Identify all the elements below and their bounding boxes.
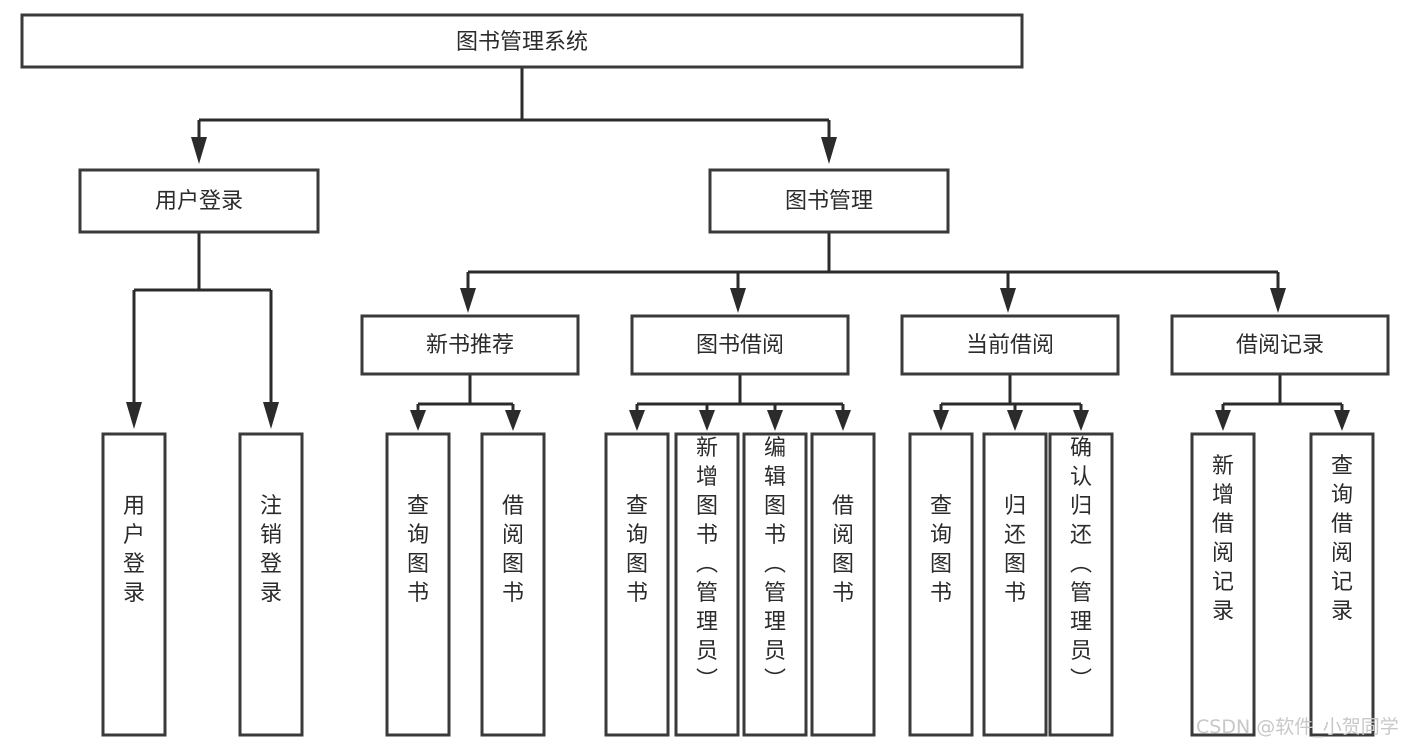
node-leaf-borrow-book-recommend[interactable]: 借阅图书 xyxy=(480,432,546,737)
node-leaf-query-borrow-record[interactable]: 查询借阅记录 xyxy=(1309,432,1375,737)
node-leaf-logout-label: 注销登录 xyxy=(260,494,282,606)
node-leaf-edit-book-admin[interactable]: 编辑图书︵管理员︶ xyxy=(742,432,808,737)
node-book-management-label: 图书管理 xyxy=(785,189,873,214)
node-leaf-return-book-label: 归还图书 xyxy=(1004,494,1026,606)
node-new-book-recommend[interactable]: 新书推荐 xyxy=(360,314,580,376)
node-leaf-edit-book-admin-box[interactable] xyxy=(742,432,808,737)
node-leaf-query-book-borrow-label: 查询图书 xyxy=(626,494,648,606)
arrow-to-leaf-add-book-admin xyxy=(699,410,715,431)
arrow-to-leaf-user-login xyxy=(126,402,142,429)
arrow-to-leaf-logout xyxy=(263,402,279,429)
node-leaf-query-book-recommend[interactable]: 查询图书 xyxy=(385,432,451,737)
arrow-to-leaf-borrow-book-recommend xyxy=(505,410,521,431)
arrow-to-leaf-confirm-return-admin xyxy=(1073,410,1089,431)
arrow-to-leaf-query-book-borrow xyxy=(629,410,645,431)
node-leaf-borrow-book-box[interactable] xyxy=(810,432,876,737)
arrow-to-leaf-edit-book-admin xyxy=(767,410,783,431)
node-new-book-recommend-box[interactable] xyxy=(360,314,580,376)
node-book-borrow-box[interactable] xyxy=(630,314,850,376)
node-current-borrow-label: 当前借阅 xyxy=(966,333,1054,358)
node-leaf-query-book-current[interactable]: 查询图书 xyxy=(908,432,974,737)
arrow-to-borrow-record xyxy=(1270,288,1286,313)
connector-layer xyxy=(126,67,1350,431)
node-leaf-return-book-box[interactable] xyxy=(982,432,1048,737)
arrow-to-leaf-query-book-current xyxy=(933,410,949,431)
node-leaf-borrow-book-recommend-label: 借阅图书 xyxy=(502,494,524,606)
node-leaf-user-login[interactable]: 用户登录 xyxy=(101,432,167,737)
node-leaf-query-book-borrow-box[interactable] xyxy=(604,432,670,737)
node-leaf-user-login-box[interactable] xyxy=(101,432,167,737)
node-leaf-query-book-recommend-label: 查询图书 xyxy=(407,494,429,606)
node-leaf-confirm-return-admin[interactable]: 确认归还︵管理员︶ xyxy=(1048,432,1114,737)
node-leaf-logout[interactable]: 注销登录 xyxy=(238,432,304,737)
node-leaf-edit-book-admin-label: 编辑图书︵管理员︶ xyxy=(764,436,786,693)
node-leaf-add-book-admin-label: 新增图书︵管理员︶ xyxy=(696,436,718,693)
node-leaf-query-borrow-record-box[interactable] xyxy=(1309,432,1375,737)
node-leaf-user-login-label: 用户登录 xyxy=(123,494,145,606)
node-leaf-query-borrow-record-label: 查询借阅记录 xyxy=(1331,454,1353,624)
arrow-root-to-book-management xyxy=(821,137,837,164)
node-root-box[interactable] xyxy=(20,13,1024,69)
node-user-login[interactable]: 用户登录 xyxy=(78,168,320,234)
node-leaf-query-book-recommend-box[interactable] xyxy=(385,432,451,737)
node-new-book-recommend-label: 新书推荐 xyxy=(426,333,514,358)
arrow-to-leaf-query-book-recommend xyxy=(410,410,426,431)
node-leaf-confirm-return-admin-label: 确认归还︵管理员︶ xyxy=(1070,436,1092,693)
node-book-borrow-label: 图书借阅 xyxy=(696,333,784,358)
node-current-borrow[interactable]: 当前借阅 xyxy=(900,314,1120,376)
node-borrow-record[interactable]: 借阅记录 xyxy=(1170,314,1390,376)
node-book-management-box[interactable] xyxy=(708,168,950,234)
node-leaf-borrow-book-label: 借阅图书 xyxy=(832,494,854,606)
node-leaf-add-book-admin[interactable]: 新增图书︵管理员︶ xyxy=(674,432,740,737)
node-leaf-add-borrow-record[interactable]: 新增借阅记录 xyxy=(1190,432,1256,737)
node-borrow-record-label: 借阅记录 xyxy=(1236,333,1324,358)
node-leaf-query-book-borrow[interactable]: 查询图书 xyxy=(604,432,670,737)
node-leaf-query-book-current-label: 查询图书 xyxy=(930,494,952,606)
node-user-login-label: 用户登录 xyxy=(155,189,243,214)
node-leaf-borrow-book[interactable]: 借阅图书 xyxy=(810,432,876,737)
node-leaf-add-borrow-record-box[interactable] xyxy=(1190,432,1256,737)
arrow-to-leaf-query-borrow-record xyxy=(1334,410,1350,431)
node-leaf-confirm-return-admin-box[interactable] xyxy=(1048,432,1114,737)
arrow-to-book-borrow xyxy=(730,288,746,313)
node-leaf-logout-box[interactable] xyxy=(238,432,304,737)
node-leaf-add-borrow-record-label: 新增借阅记录 xyxy=(1212,454,1234,624)
node-current-borrow-box[interactable] xyxy=(900,314,1120,376)
node-root[interactable]: 图书管理系统 xyxy=(20,13,1024,69)
arrow-to-leaf-add-borrow-record xyxy=(1215,410,1231,431)
arrow-to-leaf-borrow-book xyxy=(835,410,851,431)
arrow-to-leaf-return-book xyxy=(1007,410,1023,431)
node-book-borrow[interactable]: 图书借阅 xyxy=(630,314,850,376)
node-root-label: 图书管理系统 xyxy=(456,30,588,55)
node-leaf-add-book-admin-box[interactable] xyxy=(674,432,740,737)
node-borrow-record-box[interactable] xyxy=(1170,314,1390,376)
node-book-management[interactable]: 图书管理 xyxy=(708,168,950,234)
arrow-to-new-book-recommend xyxy=(460,288,476,313)
arrow-to-current-borrow xyxy=(1000,288,1016,313)
node-user-login-box[interactable] xyxy=(78,168,320,234)
csdn-watermark: CSDN @软件_小贺同学 xyxy=(1196,716,1399,738)
node-leaf-query-book-current-box[interactable] xyxy=(908,432,974,737)
node-leaf-borrow-book-recommend-box[interactable] xyxy=(480,432,546,737)
node-leaf-return-book[interactable]: 归还图书 xyxy=(982,432,1048,737)
arrow-root-to-user-login xyxy=(191,137,207,164)
